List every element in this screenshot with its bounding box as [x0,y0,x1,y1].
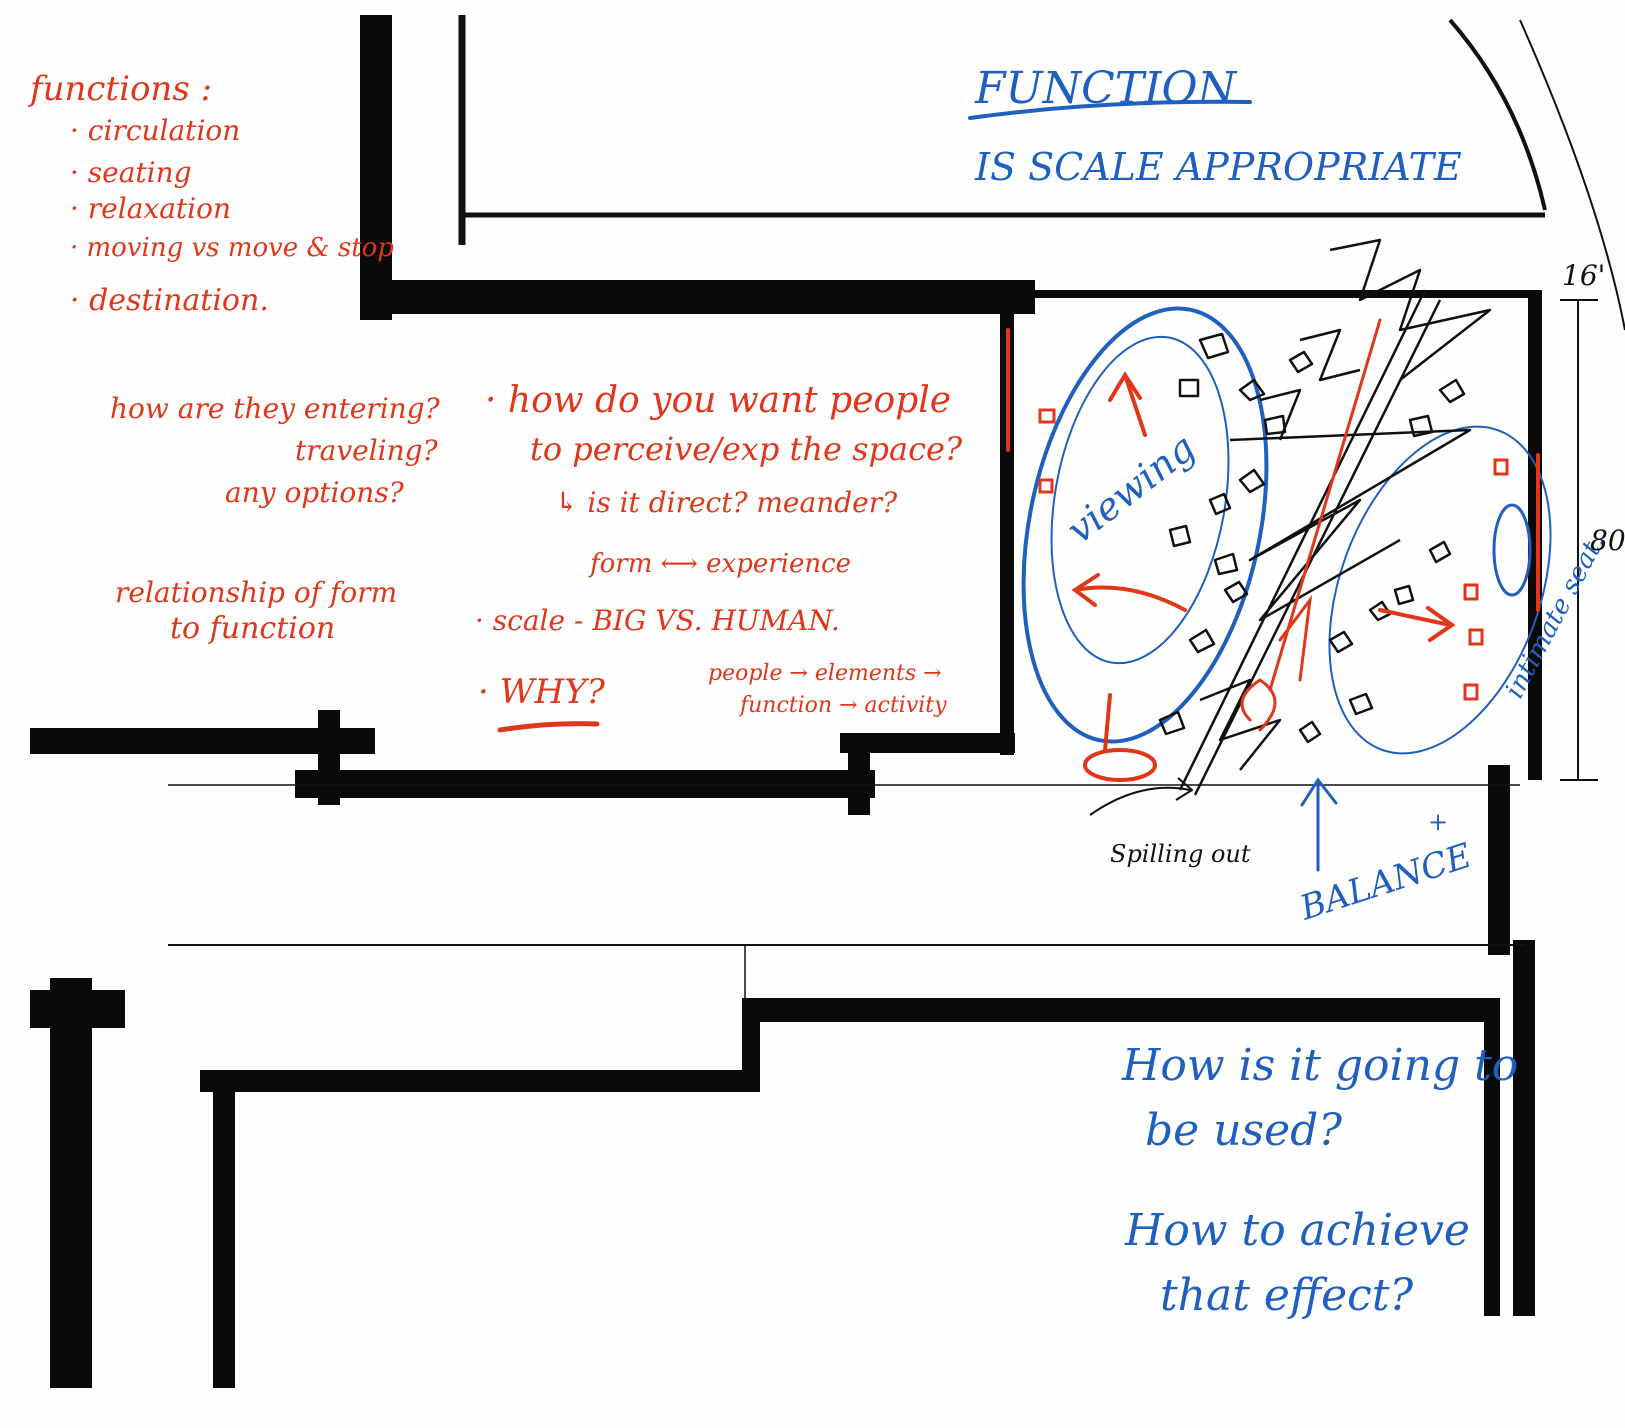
spilling-out-arrow [1089,777,1193,816]
spilling-out-label: Spilling out [1110,840,1251,868]
wall-lower-step-vertical [742,998,760,1083]
dimension-width-label: 16' [1562,259,1605,292]
blue-sketch-marks [968,99,1552,872]
wall-lower-right-vertical-a [1484,998,1500,1316]
wall-lower-right-vertical-b [1513,940,1535,1316]
wall-viewing-room-left [1000,290,1014,755]
pencil-annotations: Spilling out 16' 80 [1110,259,1625,868]
form-experience-note: form ⟷ experience [588,549,851,579]
functions-item-seating: · seating [70,156,192,189]
wall-far-left-cap [30,990,125,1028]
usage-question-line1: How is it going to [1121,1040,1518,1091]
wall-left-stub-post [318,710,340,805]
effect-question-line1: How to achieve [1124,1205,1470,1256]
effect-question-line2: that effect? [1160,1270,1413,1321]
balance-label: BALANCE [1294,836,1476,929]
functions-heading: functions : [27,69,212,109]
relationship-line2: to function [170,611,335,646]
red-arrow-right [1378,606,1456,642]
wall-lower-horizontal [200,1070,760,1092]
wall-far-left-vertical [50,978,92,1388]
usage-question-line2: be used? [1145,1105,1342,1156]
red-arrow-down-entry [1103,693,1112,752]
wall-corridor-long-horizontal [295,770,875,798]
why-note: · WHY? [478,672,606,712]
red-arrow-up [1108,371,1147,437]
viewing-label: viewing [1058,425,1203,552]
wall-left-upper-vertical [360,15,392,320]
wall-lower-step-upper [742,998,1497,1022]
entering-question-line1: how are they entering? [110,392,441,425]
why-underline [497,721,600,733]
perceive-question-line2: to perceive/exp the space? [530,430,963,468]
seating-loop-small [1492,503,1532,597]
entering-question-line2: traveling? [295,434,439,467]
people-chain-line1: people → elements → [708,661,942,686]
perceive-question-line1: · how do you want people [485,380,951,421]
scale-note: · scale - BIG VS. HUMAN. [475,604,840,637]
functions-item-destination: · destination. [70,283,269,318]
wall-corridor-post [848,735,870,815]
direct-meander-question: ↳ is it direct? meander? [555,486,898,519]
scale-question: IS SCALE APPROPRIATE [974,145,1462,189]
people-chain-line2: function → activity [738,693,947,718]
function-underline [968,99,1252,120]
thin-plan-lines [168,15,1625,1000]
wall-viewing-room-top [1000,290,1540,298]
viewing-loop-inner [1050,335,1230,665]
pencil-stone-path [1089,238,1492,816]
red-annotations: functions : · circulation · seating · re… [27,69,963,718]
wall-left-stub [30,728,375,754]
wall-right-lower-vertical [1488,765,1510,955]
red-arrow-left [1071,573,1187,612]
function-heading: FUNCTION [974,63,1238,114]
floor-plan-walls [30,15,1542,1388]
wall-top-left-horizontal [360,280,1035,314]
red-sketch-marks [497,318,1540,782]
wall-lower-inner-vertical [213,1070,235,1388]
functions-item-relaxation: · relaxation [70,192,231,225]
red-entry-circle [1083,748,1157,782]
entering-question-line3: any options? [225,476,405,509]
viewing-loop-outer [1021,306,1269,744]
wall-right-vertical [1528,290,1542,780]
relationship-line1: relationship of form [115,576,397,609]
balance-arrow [1300,777,1338,872]
seating-loop-outer [1328,425,1552,755]
balance-plus: + [1428,808,1448,836]
functions-item-moving: · moving vs move & stop [70,233,394,263]
dimension-length-label: 80 [1590,524,1625,557]
wall-room-bottom-left [840,733,1015,753]
functions-item-circulation: · circulation [70,114,240,147]
red-path-center [1240,318,1382,732]
